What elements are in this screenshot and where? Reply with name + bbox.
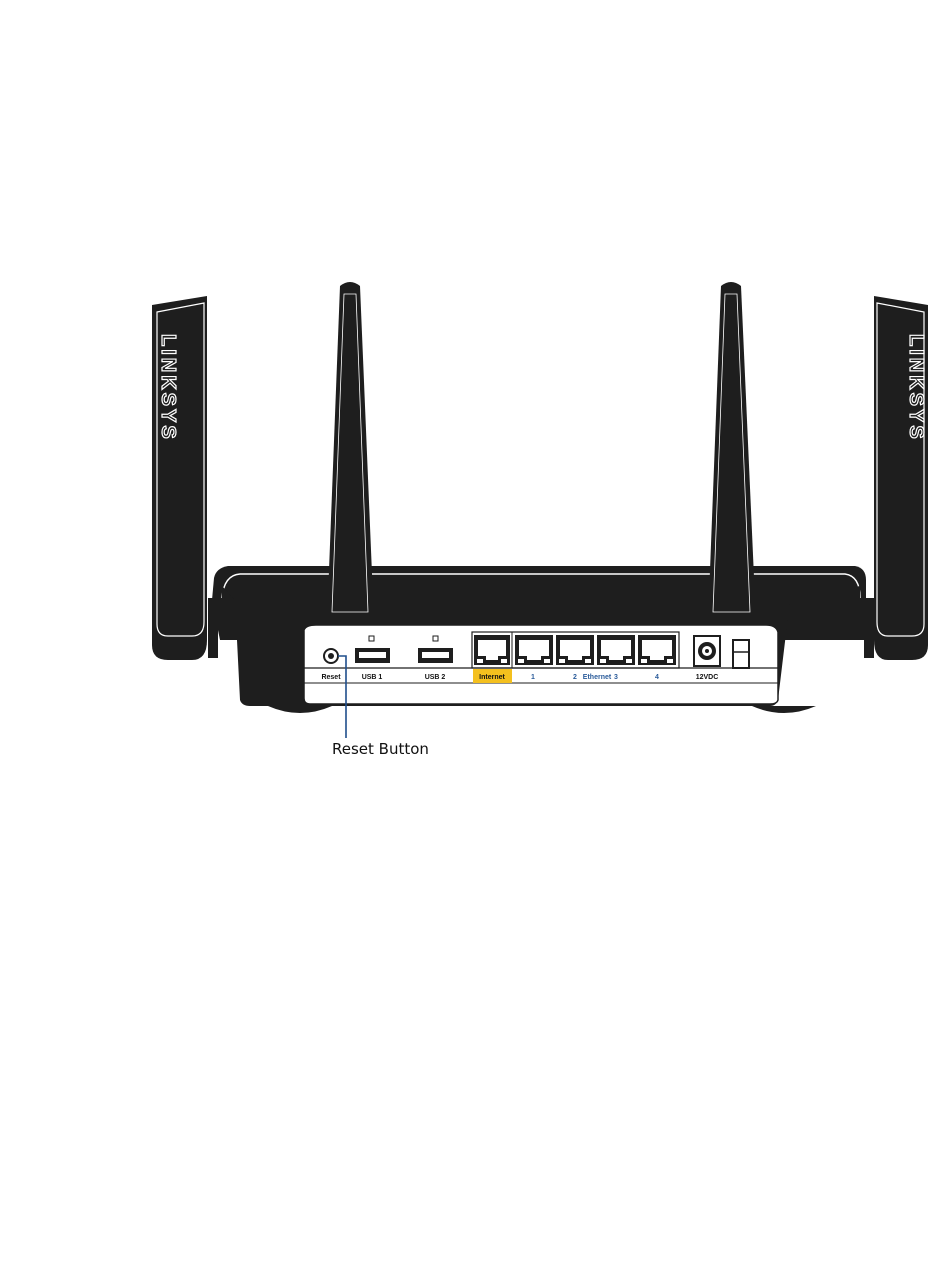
- internet-port[interactable]: [474, 635, 510, 665]
- callout-label-reset-button: Reset Button: [332, 740, 429, 758]
- reset-button-icon[interactable]: [324, 649, 338, 663]
- right-tall-antenna: [708, 282, 756, 622]
- ethernet-port-4[interactable]: [638, 635, 676, 665]
- brand-logo-left: LINKSYS: [157, 334, 179, 442]
- label-power: 12VDC: [696, 674, 719, 681]
- label-eth2: 2: [573, 674, 577, 681]
- label-eth4: 4: [655, 674, 659, 681]
- ethernet-port-2[interactable]: [556, 635, 594, 665]
- label-internet: Internet: [479, 674, 505, 681]
- right-blade-antenna: LINKSYS: [874, 296, 928, 660]
- label-eth1: 1: [531, 674, 535, 681]
- label-ethernet: Ethernet: [583, 674, 612, 681]
- power-switch-icon[interactable]: [733, 640, 749, 668]
- label-reset: Reset: [321, 674, 341, 681]
- ethernet-port-1[interactable]: [515, 635, 553, 665]
- label-usb2: USB 2: [425, 674, 446, 681]
- ethernet-port-3[interactable]: [597, 635, 635, 665]
- brand-logo-right: LINKSYS: [905, 334, 927, 442]
- left-tall-antenna: [327, 282, 374, 622]
- power-jack-icon[interactable]: [694, 636, 720, 666]
- label-eth3: 3: [614, 674, 618, 681]
- left-blade-antenna: LINKSYS: [152, 296, 207, 660]
- label-usb1: USB 1: [362, 674, 383, 681]
